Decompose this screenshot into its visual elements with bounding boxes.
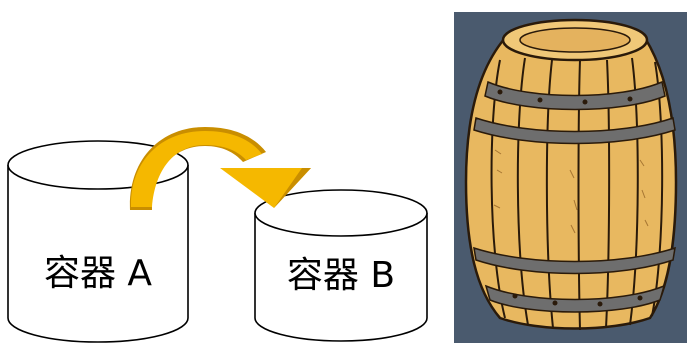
container-a-label: 容器 A [44,253,152,294]
container-b-label: 容器 B [287,255,395,296]
curved-arrow-icon [129,127,311,210]
wooden-barrel-icon [454,12,687,343]
container-b: 容器 B [254,189,428,342]
